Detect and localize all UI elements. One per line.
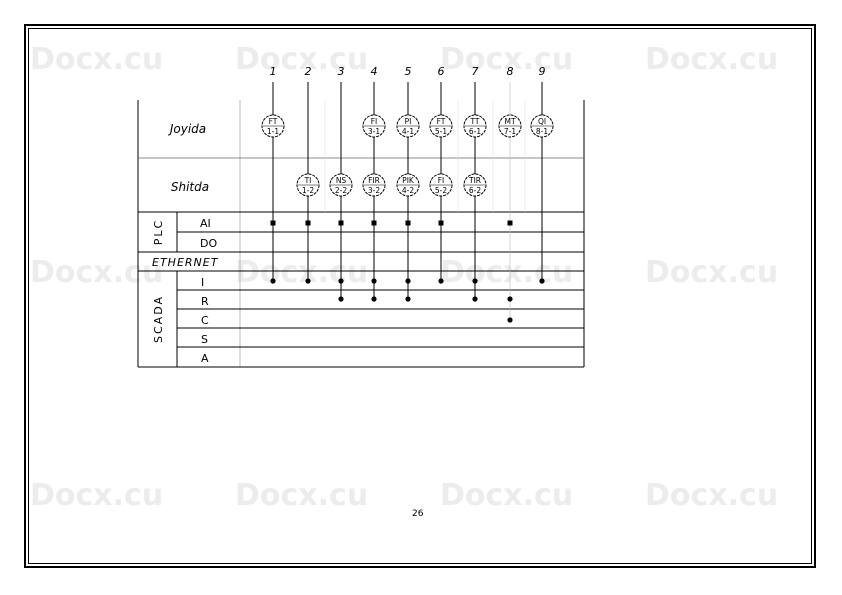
panel-instrument-4-2-tag: PIK — [402, 176, 415, 185]
connection-dot-R-8 — [507, 296, 513, 302]
field-instrument-1-1-tag: FT — [269, 117, 278, 126]
column-number-7: 7 — [472, 65, 479, 78]
column-number-3: 3 — [338, 65, 345, 78]
field-instrument-7-1-tag: MT — [504, 117, 515, 126]
row-label-ai: AI — [200, 217, 211, 230]
field-instrument-3-1-number: 3-1 — [368, 127, 380, 136]
panel-instrument-6-2-tag: TIR — [468, 176, 481, 185]
panel-instrument-3-2-number: 3-2 — [368, 186, 380, 195]
column-number-5: 5 — [405, 65, 412, 78]
connection-dot-I-5 — [405, 278, 411, 284]
row-label-a: A — [201, 352, 209, 365]
panel-instrument-2-2-tag: NS — [336, 176, 347, 185]
connection-dot-AI-1 — [270, 220, 276, 226]
page-border — [24, 24, 816, 568]
panel-instrument-4-2-number: 4-2 — [402, 186, 414, 195]
watermark: Docx.cu — [235, 42, 369, 77]
panel-instrument-5-2-number: 5-2 — [435, 186, 447, 195]
connection-dot-R-3 — [338, 296, 344, 302]
connection-dot-R-7 — [472, 296, 478, 302]
row-label-c: C — [201, 314, 209, 327]
column-number-1: 1 — [270, 65, 277, 78]
watermark: Docx.cu — [30, 255, 164, 290]
page-number: 26 — [412, 509, 424, 519]
column-number-4: 4 — [371, 65, 378, 78]
column-number-6: 6 — [438, 65, 445, 78]
row-label-s: S — [201, 333, 208, 346]
connection-dot-AI-6 — [438, 220, 444, 226]
row-label-ethernet: ETHERNET — [152, 256, 219, 269]
panel-instrument-5-2-tag: FI — [438, 176, 445, 185]
watermark: Docx.cu — [645, 255, 779, 290]
connection-dot-AI-5 — [405, 220, 411, 226]
connection-dot-I-6 — [438, 278, 444, 284]
panel-instrument-1-2-number: 1-2 — [302, 186, 314, 195]
connection-dot-AI-2 — [305, 220, 311, 226]
field-instrument-8-1-number: 8-1 — [536, 127, 548, 136]
panel-instrument-6-2-number: 6-2 — [469, 186, 481, 195]
column-number-9: 9 — [539, 65, 546, 78]
row-label-plc: PLC — [152, 219, 165, 245]
column-number-2: 2 — [305, 65, 312, 78]
watermark: Docx.cu — [235, 255, 369, 290]
row-label-joyida: Joyida — [168, 122, 206, 136]
row-label-do: DO — [200, 237, 217, 250]
connection-dot-I-7 — [472, 278, 478, 284]
watermark: Docx.cu — [440, 255, 574, 290]
field-instrument-1-1-number: 1-1 — [267, 127, 279, 136]
panel-instrument-1-2-tag: TI — [304, 176, 312, 185]
watermark: Docx.cu — [30, 478, 164, 513]
watermark: Docx.cu — [440, 42, 574, 77]
panel-instrument-3-2-tag: FIR — [368, 176, 380, 185]
connection-dot-R-4 — [371, 296, 377, 302]
column-number-8: 8 — [507, 65, 514, 78]
field-instrument-6-1-tag: TT — [469, 117, 479, 126]
panel-instrument-2-2-number: 2-2 — [335, 186, 347, 195]
connection-dot-I-4 — [371, 278, 377, 284]
connection-dot-I-2 — [305, 278, 311, 284]
connection-dot-C-8 — [507, 317, 513, 323]
watermark: Docx.cu — [235, 478, 369, 513]
field-instrument-4-1-tag: PI — [405, 117, 412, 126]
connection-dot-I-3 — [338, 278, 344, 284]
field-instrument-8-1-tag: QI — [538, 117, 546, 126]
connection-dot-R-5 — [405, 296, 411, 302]
field-instrument-3-1-tag: FI — [371, 117, 378, 126]
connection-dot-I-9 — [539, 278, 545, 284]
watermark: Docx.cu — [645, 42, 779, 77]
field-instrument-7-1-number: 7-1 — [504, 127, 516, 136]
row-label-r: R — [201, 295, 209, 308]
field-instrument-5-1-tag: FT — [437, 117, 446, 126]
watermark: Docx.cu — [30, 42, 164, 77]
connection-dot-AI-4 — [371, 220, 377, 226]
row-label-shitda: Shitda — [171, 180, 209, 194]
watermark: Docx.cu — [645, 478, 779, 513]
row-label-scada: SCADA — [152, 295, 165, 343]
field-instrument-5-1-number: 5-1 — [435, 127, 447, 136]
watermark: Docx.cu — [440, 478, 574, 513]
page-border-inner — [28, 28, 812, 564]
connection-dot-AI-3 — [338, 220, 344, 226]
field-instrument-4-1-number: 4-1 — [402, 127, 414, 136]
connection-dot-AI-8 — [507, 220, 513, 226]
field-instrument-6-1-number: 6-1 — [469, 127, 481, 136]
connection-dot-I-1 — [270, 278, 276, 284]
row-label-i: I — [201, 276, 204, 289]
